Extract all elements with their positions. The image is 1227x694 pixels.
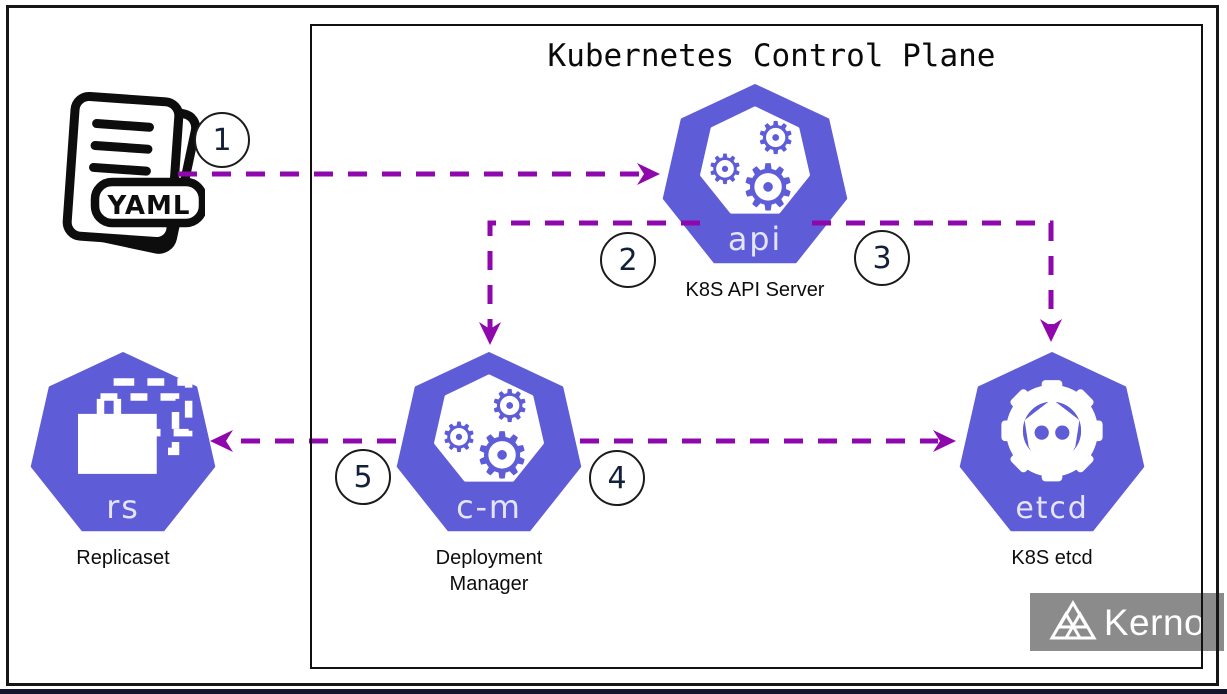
controller-manager-icon: ⚙ ⚙ ⚙ c-m xyxy=(396,352,582,532)
step-circle-5: 5 xyxy=(335,449,391,505)
step-number-1: 1 xyxy=(212,122,232,158)
arrowhead-cm-top xyxy=(479,322,501,345)
api-server-label: K8S API Server xyxy=(685,279,825,301)
deployment-manager-label-line2: Manager xyxy=(449,573,529,595)
diagram-title: Kubernetes Control Plane xyxy=(547,38,996,74)
etcd-eye-left xyxy=(1034,425,1049,440)
svg-text:⚙: ⚙ xyxy=(755,111,795,164)
arrowhead-api xyxy=(637,163,660,185)
step-number-5: 5 xyxy=(353,459,373,495)
step-number-3: 3 xyxy=(872,240,892,276)
step-number-4: 4 xyxy=(607,460,627,496)
step-circle-4: 4 xyxy=(589,450,645,506)
replicaset-icon: rs xyxy=(30,352,216,532)
etcd-face xyxy=(1024,399,1080,464)
yaml-file-icon: YAML xyxy=(62,91,205,254)
svg-text:⚙: ⚙ xyxy=(489,379,529,432)
deployment-manager-label: Deployment Manager xyxy=(395,545,583,597)
node-api-server: ⚙ ⚙ ⚙ api K8S API Server xyxy=(661,84,849,303)
bottom-edge-bar xyxy=(0,689,1227,694)
cm-short-name: c-m xyxy=(456,488,522,526)
rs-short-name: rs xyxy=(106,488,139,526)
api-server-icon: ⚙ ⚙ ⚙ api xyxy=(662,84,848,264)
api-short-name: api xyxy=(728,220,782,258)
arrowhead-etcd-top xyxy=(1040,319,1062,342)
kerno-triangles-icon xyxy=(1049,600,1097,640)
svg-text:⚙: ⚙ xyxy=(441,413,478,461)
kerno-logo: Kerno xyxy=(1030,593,1224,651)
etcd-eye-right xyxy=(1055,425,1070,440)
replica-front-sheet xyxy=(78,413,157,474)
deployment-manager-label-line1: Deployment xyxy=(435,547,543,569)
step-circle-1: 1 xyxy=(194,112,250,168)
step-circle-3: 3 xyxy=(854,230,910,286)
step-number-2: 2 xyxy=(618,242,638,278)
node-etcd: etcd K8S etcd xyxy=(958,352,1146,571)
etcd-label: K8S etcd xyxy=(1011,547,1093,569)
gears-glyphs: ⚙ ⚙ ⚙ xyxy=(707,111,797,225)
arrowhead-etcd-left xyxy=(933,430,956,452)
etcd-icon: etcd xyxy=(959,352,1145,532)
gears-glyphs: ⚙ ⚙ ⚙ xyxy=(441,379,531,493)
svg-text:⚙: ⚙ xyxy=(740,152,797,226)
step-circle-2: 2 xyxy=(600,232,656,288)
svg-text:⚙: ⚙ xyxy=(474,420,531,494)
yaml-badge-text: YAML xyxy=(107,191,191,221)
node-deployment-manager: ⚙ ⚙ ⚙ c-m Deployment Manager xyxy=(395,352,583,597)
kerno-logo-text: Kerno xyxy=(1103,601,1206,643)
svg-text:⚙: ⚙ xyxy=(707,145,744,193)
etcd-short-name: etcd xyxy=(1015,491,1088,526)
node-replicaset: rs Replicaset xyxy=(29,352,217,571)
replicaset-label: Replicaset xyxy=(76,547,170,569)
